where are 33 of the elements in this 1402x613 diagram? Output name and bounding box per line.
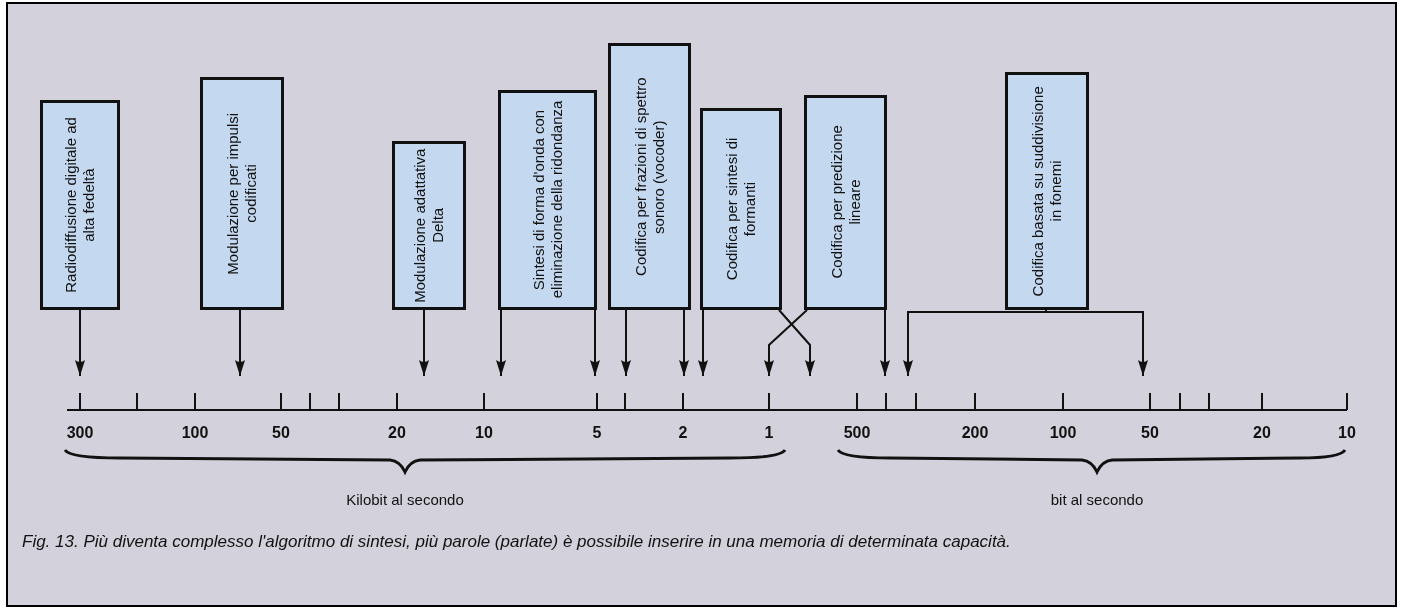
tick-label: 50 xyxy=(272,423,290,443)
tick-label: 5 xyxy=(592,423,602,443)
label-box xyxy=(498,90,597,310)
tick-label: 200 xyxy=(961,423,989,443)
label-box xyxy=(608,43,691,310)
figure-caption: Fig. 13. Più diventa complesso l'algoritmo di sintesi, più parole (parlate) è possibile inserire in una memoria di determinata capacità. xyxy=(22,531,1012,553)
label-box xyxy=(200,77,284,310)
label-box xyxy=(40,100,120,310)
label-box xyxy=(392,141,466,310)
tick-label: 1 xyxy=(764,423,774,443)
box-text: Codifica per frazioni di spettro sonoro (vocoder) xyxy=(631,76,668,278)
box-text: Modulazione per impulsi codificati xyxy=(224,111,260,277)
tick-label: 100 xyxy=(181,423,209,443)
tick-label: 10 xyxy=(475,423,493,443)
box-text: Radiodiffusione digitale ad alta fedeltà xyxy=(62,116,98,295)
label-box xyxy=(1005,72,1089,310)
tick-label: 100 xyxy=(1049,423,1077,443)
axis-unit-label: Kilobit al secondo xyxy=(346,489,464,510)
tick-label: 20 xyxy=(1253,423,1271,443)
tick-label: 50 xyxy=(1141,423,1159,443)
tick-label: 2 xyxy=(678,423,688,443)
box-text: Sintesi di forma d'onda con eliminazione della ridondanza xyxy=(529,99,566,301)
label-box xyxy=(700,108,782,310)
tick-label: 20 xyxy=(388,423,406,443)
box-text: Codifica per sintesi di formanti xyxy=(723,136,759,283)
box-text: Codifica basata su suddivisione in fonemi xyxy=(1029,84,1065,299)
tick-label: 300 xyxy=(66,423,94,443)
axis-unit-label: bit al secondo xyxy=(1050,489,1144,510)
label-box xyxy=(804,95,887,310)
box-text: Codifica per predizione lineare xyxy=(827,124,864,282)
box-text: Modulazione adattativa Delta xyxy=(411,148,447,303)
tick-label: 10 xyxy=(1338,423,1356,443)
tick-label: 500 xyxy=(843,423,871,443)
